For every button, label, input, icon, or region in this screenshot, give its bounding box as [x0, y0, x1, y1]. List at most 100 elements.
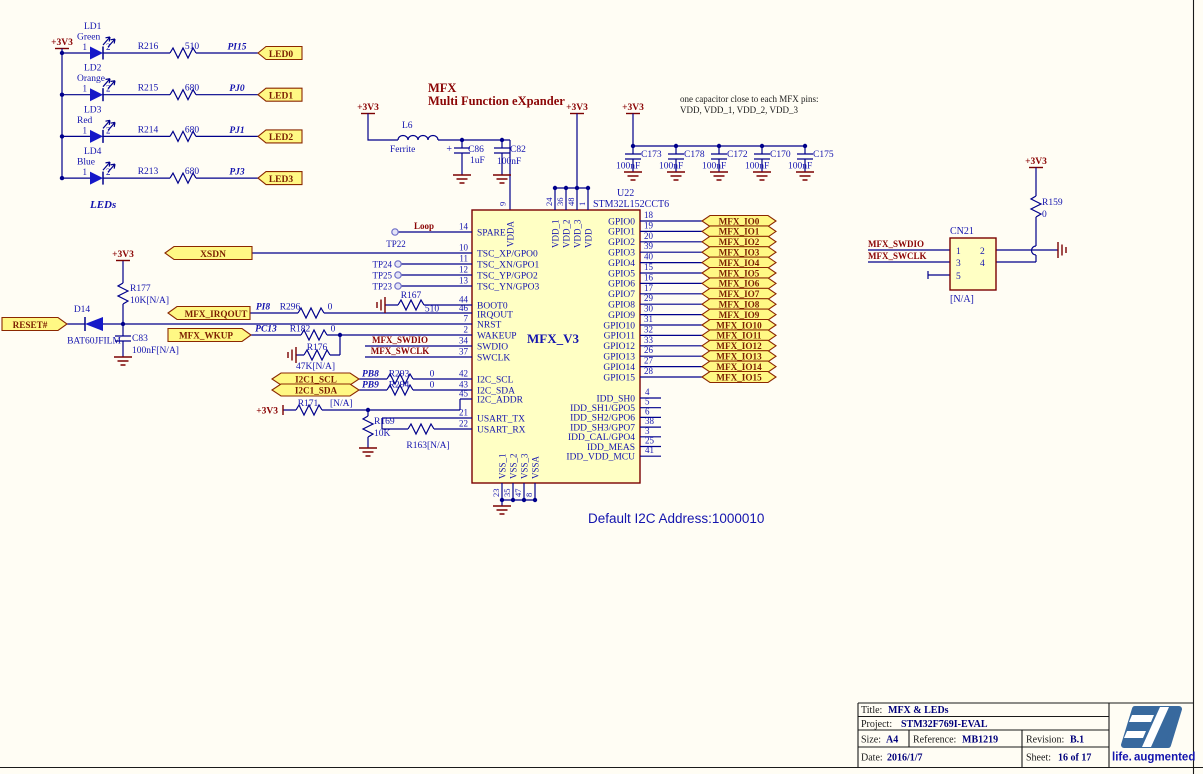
leds-section-label: LEDs [89, 199, 116, 211]
pin-num: 4 [645, 387, 650, 397]
port-name: PJ3 [229, 168, 245, 178]
pin-num: 27 [644, 356, 654, 366]
vdd-pins: VDD_1 24 VDD_2 36 VDD_3 48 VDD 1 [544, 185, 594, 249]
pin-num: 17 [644, 283, 654, 293]
pin-num: 23 [491, 489, 501, 498]
power-3v3-label: +3V3 [357, 103, 379, 113]
ground-icon [623, 171, 643, 181]
pin-name: GPIO4 [608, 259, 635, 269]
pin-num: 11 [459, 254, 468, 264]
inductor-icon [397, 134, 439, 141]
cap-note-line1: one capacitor close to each MFX pins: [680, 94, 818, 104]
pin-num: 15 [644, 262, 654, 272]
led-net-flag [257, 129, 303, 144]
pin-name: IDD_CAL/GPO4 [568, 433, 635, 443]
logo-tagline-life: life. [1112, 752, 1132, 764]
led-diode-icon [90, 46, 103, 60]
cap-refdes: C82 [510, 145, 526, 155]
revision-label: Revision: [1026, 735, 1064, 746]
cap-value: 100nF [659, 162, 683, 172]
pin-name: USART_RX [477, 426, 526, 436]
pin-num: 12 [459, 265, 468, 275]
pin-num: 3 [645, 426, 650, 436]
ferrite-filter: +3V3 L6 Ferrite + C86 1uF C82 100nF [357, 103, 526, 210]
junction-dot [499, 497, 505, 503]
pin-name: GPIO5 [608, 269, 635, 279]
vdd-pin: VDD_1 24 [544, 185, 561, 249]
vss-bus [501, 499, 535, 506]
vdd-bank-wires [555, 113, 588, 189]
pin-name: SWDIO [477, 343, 508, 353]
junction-dot [574, 185, 580, 191]
mfx-io-flag-label: MFX_IO14 [716, 362, 762, 372]
gpio-row: 15 GPIO5 MFX_IO5 [608, 262, 777, 279]
mfx-title: MFX [428, 81, 456, 95]
resistor-icon [300, 329, 328, 341]
reference-value: MB1219 [962, 735, 998, 746]
led-pin2: 2 [106, 42, 111, 52]
junction-dot [459, 137, 465, 143]
pin-name: SWCLK [477, 354, 510, 364]
cn21-pin1: 1 [956, 247, 961, 257]
cap-item: C175 100nF [788, 143, 834, 181]
pin-num: 42 [459, 369, 468, 379]
vdd-pin: VDD_2 36 [555, 185, 572, 248]
pin-num: 46 [459, 303, 469, 313]
mfx-io-flag-label: MFX_IO15 [716, 372, 762, 382]
led-emission-arrows-icon [102, 36, 116, 48]
junction-dot [585, 185, 591, 191]
r159-refdes: R159 [1042, 198, 1063, 208]
cap-value: 100nF [497, 157, 521, 167]
testpoint-tp23-icon [394, 282, 402, 290]
r176-value: 47K[N/A] [296, 362, 335, 372]
project-label: Project: [861, 719, 892, 730]
pin-name: VDD [584, 228, 594, 248]
pin-name: GPIO6 [608, 280, 635, 290]
resistor-icon [362, 415, 374, 438]
pin-num: 30 [644, 304, 654, 314]
tp23-label: TP23 [372, 282, 392, 292]
pin-name: IDD_SH2/GPO6 [570, 414, 635, 424]
pin-num: 28 [644, 366, 654, 376]
pin-num: 25 [645, 436, 655, 446]
pin-num: 20 [644, 231, 654, 241]
pin-num: 21 [459, 408, 468, 418]
junction-dot [532, 497, 538, 503]
ground-icon [666, 171, 686, 181]
led-diode-icon [90, 171, 103, 185]
pin-name: VSS_2 [509, 453, 519, 479]
pin-name: VDD_1 [551, 220, 561, 249]
pin-name: NRST [477, 321, 501, 331]
cn21-pin5: 5 [956, 272, 961, 282]
led-net-flag [257, 171, 303, 186]
pin-name: SPARE [477, 229, 506, 239]
capacitor-icon [667, 153, 685, 160]
pin-name: VSS_1 [498, 453, 508, 479]
pin-num: 6 [645, 406, 650, 416]
gpio-row: 31 GPIO10 MFX_IO10 [603, 314, 777, 331]
led-row: LD1 Green 1 2 R216 510 PI15 LED0 [59, 22, 303, 61]
chip-refdes: U22 [617, 188, 634, 199]
led-color-label: Green [77, 33, 100, 43]
pin-name: GPIO1 [608, 228, 635, 238]
capacitor-icon [753, 153, 771, 160]
pin-num: 18 [644, 210, 654, 220]
cap-refdes: C178 [684, 150, 705, 160]
ground-icon [492, 505, 512, 515]
i2c1-scl-flag-label: I2C1_SCL [295, 374, 337, 384]
cap-refdes: C173 [641, 150, 662, 160]
idd-row: 41 IDD_VDD_MCU [566, 445, 661, 463]
cap-item: C173 100nF [616, 143, 662, 181]
cap-value: 100nF [788, 162, 812, 172]
pin-num: 39 [644, 241, 654, 251]
junction-dot [365, 407, 371, 413]
cap-value: 100nF [745, 162, 769, 172]
resistor-icon [297, 307, 325, 319]
mfx-io-flag-label: MFX_IO4 [719, 258, 760, 268]
led-diode-icon [90, 88, 103, 102]
gpio-row: 28 GPIO15 MFX_IO15 [603, 366, 777, 383]
pin-name: I2C_SCL [477, 376, 514, 386]
mfx-chip: U22 STM32L152CCT6 MFX_V3 VDDA 9 +3V3 VDD… [459, 103, 669, 515]
revision-value: B.1 [1070, 735, 1084, 746]
